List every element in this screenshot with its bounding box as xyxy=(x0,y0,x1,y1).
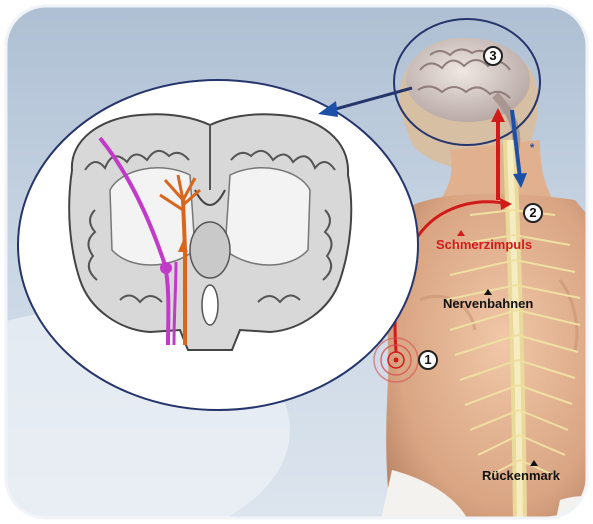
coronal-brain-section xyxy=(69,114,351,350)
nerve-pathways-marker xyxy=(484,289,492,295)
step-marker-2: 2 xyxy=(523,203,543,223)
nerve-pathways-label: Nervenbahnen xyxy=(443,296,533,311)
step-marker-3: 3 xyxy=(483,46,503,66)
pain-impulse-marker xyxy=(457,230,465,236)
spinal-cord-marker xyxy=(530,460,538,466)
asterisk-note: * xyxy=(530,142,534,154)
pain-impulse-label: Schmerzimpuls xyxy=(436,237,532,252)
pain-origin-rings xyxy=(374,338,418,382)
step-marker-1: 1 xyxy=(418,350,438,370)
spinal-cord-label: Rückenmark xyxy=(482,468,560,483)
